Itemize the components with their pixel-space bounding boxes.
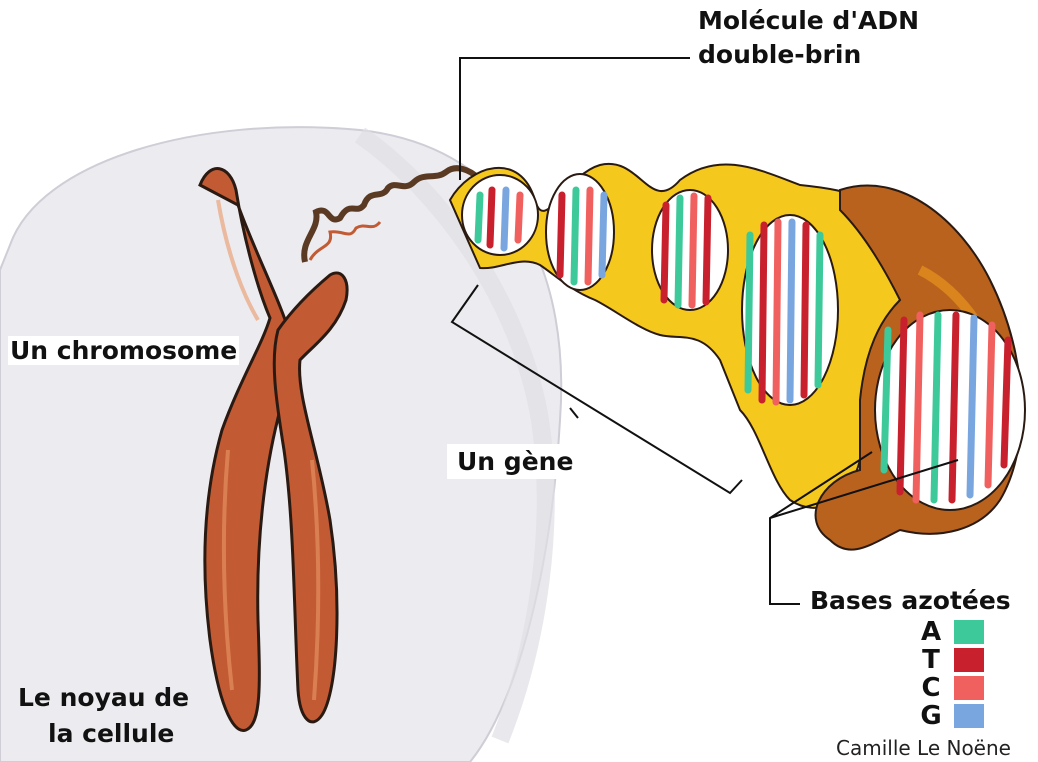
gene-label: Un gène bbox=[447, 444, 583, 479]
legend-swatch bbox=[954, 620, 984, 644]
nucleus-label-line1: Le noyau de bbox=[18, 680, 189, 716]
legend-swatch bbox=[954, 704, 984, 728]
legend-swatch bbox=[954, 676, 984, 700]
legend-letter: A bbox=[918, 617, 944, 647]
legend-row-g: G bbox=[918, 704, 998, 730]
bases-label: Bases azotées bbox=[808, 586, 1013, 615]
legend-letter: C bbox=[918, 673, 944, 703]
dna-molecule-label: Molécule d'ADN double-brin bbox=[698, 4, 919, 72]
legend-row-t: T bbox=[918, 648, 998, 674]
nucleus-label-line2: la cellule bbox=[18, 716, 189, 752]
author-credit: Camille Le Noëne bbox=[836, 736, 1011, 760]
dna-label-line2: double-brin bbox=[698, 38, 919, 72]
legend-swatch bbox=[954, 648, 984, 672]
legend-row-a: A bbox=[918, 620, 998, 646]
dna-leader-line bbox=[460, 58, 690, 180]
legend-row-c: C bbox=[918, 676, 998, 702]
legend-letter: T bbox=[918, 645, 944, 675]
nucleus-label: Le noyau de la cellule bbox=[18, 680, 189, 752]
legend-letter: G bbox=[918, 701, 944, 731]
dna-label-line1: Molécule d'ADN bbox=[698, 4, 919, 38]
chromosome-label: Un chromosome bbox=[8, 336, 239, 365]
gene-tick bbox=[570, 408, 578, 418]
